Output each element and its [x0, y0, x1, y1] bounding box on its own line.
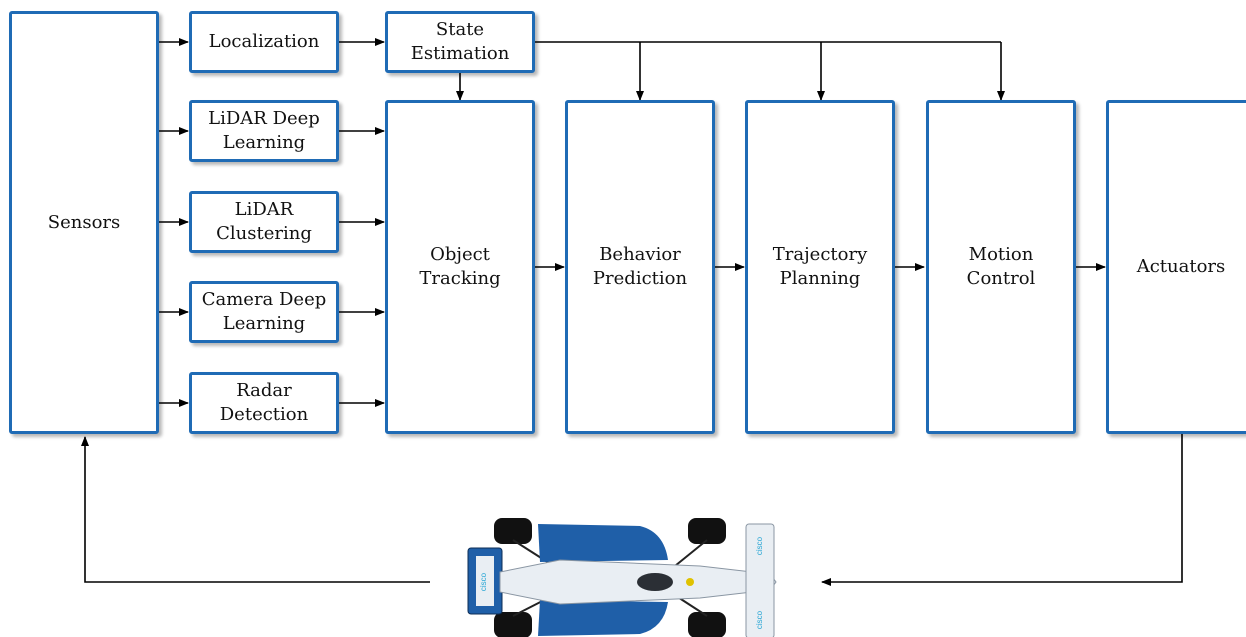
- lidar-clustering-block: LiDAR Clustering: [189, 191, 339, 253]
- car-sponsor-label: cisco: [479, 572, 488, 591]
- car-sponsor-label-rear-bottom: cisco: [755, 610, 764, 629]
- car-wheel-rear-top: [688, 518, 726, 544]
- car-wheel-front-bottom: [494, 612, 532, 637]
- object-tracking-block: Object Tracking: [385, 100, 535, 434]
- car-wheel-front-top: [494, 518, 532, 544]
- arrow-actuators-vehicle: [821, 434, 1183, 586]
- car-sidepod-bottom: [538, 600, 668, 636]
- sensors-block: Sensors: [9, 11, 159, 434]
- car-wheel-rear-bottom: [688, 612, 726, 637]
- arrow-vehicle-sensors: [81, 436, 430, 583]
- car-rear-wing: [745, 523, 775, 637]
- state-estimation-block: State Estimation: [385, 11, 535, 73]
- actuators-block: Actuators: [1106, 100, 1246, 434]
- camera-deep-learning-block: Camera Deep Learning: [189, 281, 339, 343]
- race-car-image: cisco cisco cisco: [467, 518, 777, 637]
- car-sponsor-label-rear-top: cisco: [755, 536, 764, 555]
- motion-control-block: Motion Control: [926, 100, 1076, 434]
- trajectory-planning-block: Trajectory Planning: [745, 100, 895, 434]
- radar-detection-block: Radar Detection: [189, 372, 339, 434]
- behavior-prediction-block: Behavior Prediction: [565, 100, 715, 434]
- car-cockpit: [637, 573, 673, 591]
- lidar-deep-learning-block: LiDAR Deep Learning: [189, 100, 339, 162]
- localization-block: Localization: [189, 11, 339, 73]
- car-sidepod-top: [538, 524, 668, 562]
